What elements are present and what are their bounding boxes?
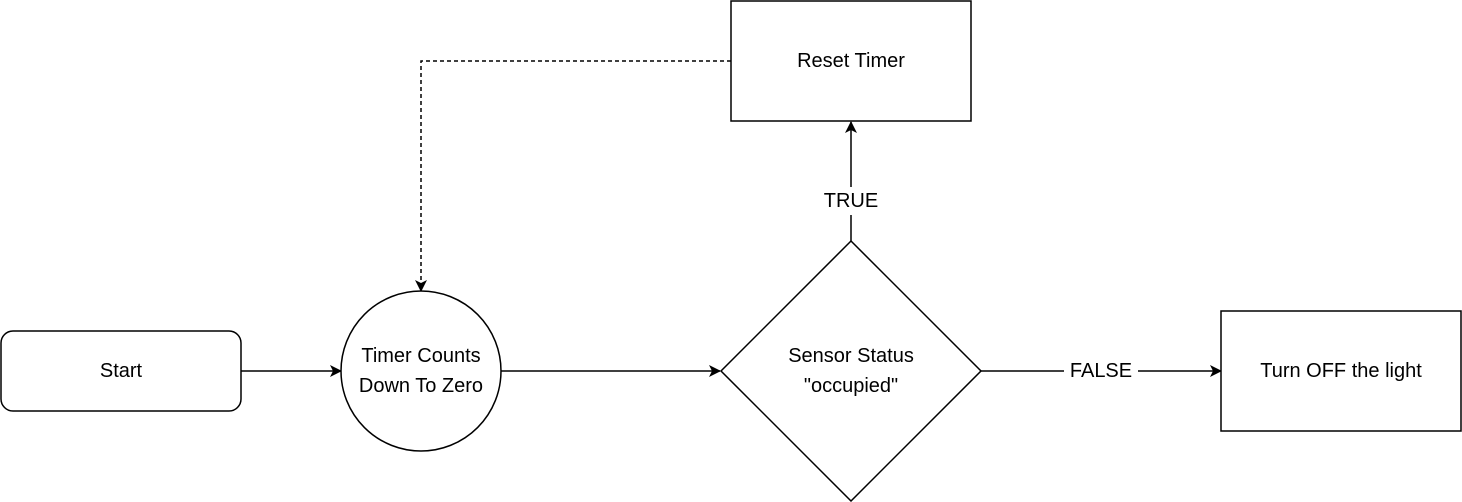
reset-process-shape	[730, 0, 972, 122]
edge-sensor-to-off: FALSE	[981, 357, 1222, 385]
node-reset[interactable]: Reset Timer	[730, 0, 972, 122]
edge-label-true: TRUE	[824, 190, 878, 212]
start-terminal-shape	[0, 330, 242, 412]
node-start[interactable]: Start	[0, 330, 242, 412]
edge-sensor-to-reset: TRUE	[818, 121, 884, 241]
start-label: Start	[100, 360, 143, 382]
node-turn-off[interactable]: Turn OFF the light	[1220, 310, 1462, 432]
edge-label-false: FALSE	[1070, 360, 1132, 382]
sensor-decision-diamond	[719, 239, 983, 502]
turn-off-label: Turn OFF the light	[1260, 360, 1422, 382]
edge-label-bg-false	[1064, 357, 1138, 385]
node-timer[interactable]: Timer Counts Down To Zero	[340, 290, 502, 452]
turn-off-process-shape	[1220, 310, 1462, 432]
timer-label-line1: Timer Counts	[361, 345, 480, 367]
timer-label-line2: Down To Zero	[359, 375, 483, 397]
edge-reset-to-timer	[415, 60, 731, 292]
edge-label-bg-true	[818, 187, 884, 215]
reset-label: Reset Timer	[797, 50, 905, 72]
node-sensor[interactable]: Sensor Status "occupied"	[719, 239, 983, 502]
dashed-arrow-reset-to-timer	[415, 60, 731, 292]
sensor-label-line1: Sensor Status	[788, 345, 914, 367]
timer-circle-shape	[340, 290, 502, 452]
sensor-label-line2: "occupied"	[804, 375, 898, 397]
